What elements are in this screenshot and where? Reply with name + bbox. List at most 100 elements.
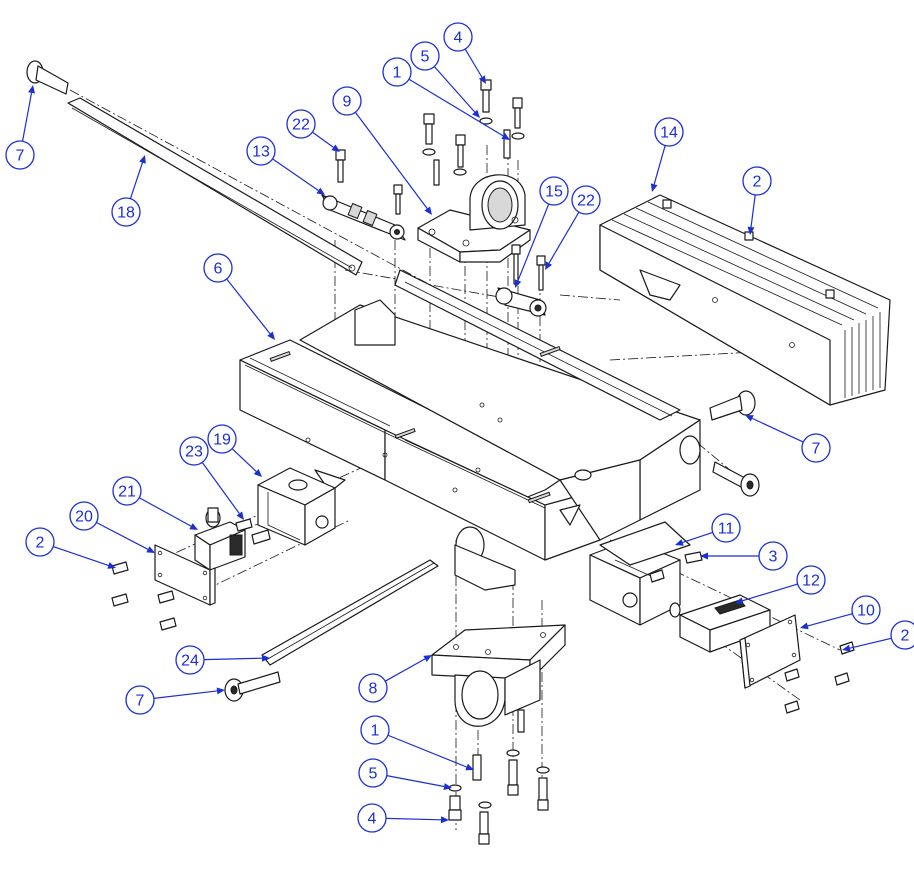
balloon-circle (5, 140, 35, 170)
callout-balloon-1: 1 (382, 57, 510, 140)
callout-balloon-11: 11 (675, 513, 741, 546)
balloon-label: 4 (454, 30, 463, 47)
leader-line (201, 461, 240, 514)
leader-line (312, 131, 334, 148)
balloon-label: 13 (252, 144, 270, 161)
leader-arrowhead (216, 687, 225, 695)
callout-balloon-6: 6 (203, 253, 275, 340)
balloon-circle (801, 433, 831, 463)
balloon-label: 1 (371, 723, 380, 740)
leader-line (53, 545, 109, 566)
part-19-motor-bracket-left (257, 467, 336, 546)
callout-balloon-7: 7 (5, 85, 35, 170)
balloon-circle (443, 22, 473, 52)
callout-balloon-2: 2 (842, 620, 914, 652)
leader-line (203, 657, 263, 661)
callout-balloon-5: 5 (358, 758, 452, 790)
balloon-circle (654, 117, 684, 147)
part-14-bellows-cover (599, 194, 891, 406)
balloon-label: 2 (901, 628, 910, 645)
leader-arrowhead (800, 622, 809, 630)
part-20-cover-plate-left (154, 544, 216, 606)
leader-arrowhead (253, 468, 262, 477)
balloon-circle (711, 513, 741, 543)
screws-left (111, 518, 271, 631)
balloon-circle (358, 673, 388, 703)
callout-balloon-4: 4 (443, 22, 486, 84)
callout-balloon-22: 22 (286, 109, 340, 152)
callout-balloon-22: 22 (545, 185, 601, 270)
callout-balloon-24: 24 (175, 645, 270, 675)
balloon-circle (539, 176, 569, 206)
balloon-label: 24 (181, 653, 199, 670)
part-7-screw-bottom-left (224, 671, 281, 702)
leader-arrowhead (545, 261, 553, 270)
part-8-lower-bearing-block (431, 624, 566, 727)
callout-balloon-4: 4 (357, 803, 449, 833)
leader-arrowhead (424, 206, 432, 215)
callout-balloon-5: 5 (410, 41, 480, 118)
leader-arrowhead (472, 109, 480, 118)
balloon-label: 11 (718, 521, 735, 538)
callout-balloon-9: 9 (332, 86, 432, 215)
leader-arrowhead (146, 546, 155, 553)
balloon-circle (175, 645, 205, 675)
balloon-circle (246, 136, 276, 166)
balloon-circle (69, 501, 99, 531)
balloon-label: 4 (368, 811, 377, 828)
balloon-circle (125, 685, 155, 715)
balloon-label: 19 (213, 432, 231, 449)
part-13-bracket (321, 194, 406, 241)
leader-arrowhead (675, 539, 684, 546)
part-21-motor-left (194, 507, 246, 571)
balloon-label: 5 (421, 49, 430, 66)
leader-arrowhead (747, 226, 755, 235)
leader-line (153, 690, 218, 699)
screws-right (784, 641, 855, 714)
balloon-label: 1 (393, 65, 402, 82)
leader-line (807, 613, 853, 627)
balloon-circle (410, 41, 440, 71)
leader-line (408, 78, 504, 137)
callout-balloon-15: 15 (514, 176, 569, 288)
leader-line (548, 211, 580, 264)
part-22-screw-a (335, 149, 346, 183)
balloon-label: 7 (812, 441, 821, 458)
balloon-label: 23 (185, 444, 203, 461)
leader-line (96, 521, 149, 550)
balloon-circle (357, 803, 387, 833)
balloon-circle (111, 197, 141, 227)
lower-fasteners (448, 709, 550, 845)
callout-balloon-20: 20 (69, 501, 155, 553)
balloon-label: 9 (343, 94, 352, 111)
leader-line (138, 497, 192, 527)
leader-line (464, 48, 483, 78)
balloon-label: 2 (36, 535, 45, 552)
balloon-circle (360, 715, 390, 745)
leader-arrowhead (735, 597, 744, 605)
balloon-circle (851, 595, 881, 625)
leader-line (752, 417, 804, 443)
leader-line (433, 66, 476, 113)
balloon-label: 7 (136, 693, 145, 710)
balloon-label: 3 (769, 549, 778, 566)
leader-arrowhead (478, 75, 486, 84)
leader-arrowhead (501, 132, 510, 140)
leader-arrowhead (139, 155, 146, 164)
callout-balloon-19: 19 (207, 424, 262, 477)
callout-balloon-14: 14 (650, 117, 684, 192)
screw-b (393, 184, 403, 215)
balloon-circle (742, 166, 772, 196)
leader-arrowhead (331, 144, 340, 152)
leader-arrowhead (440, 816, 449, 824)
leader-arrowhead (514, 279, 522, 288)
leader-arrowhead (316, 187, 325, 195)
leader-arrowhead (107, 562, 116, 569)
callout-balloon-2: 2 (25, 527, 116, 569)
balloon-label: 8 (369, 681, 378, 698)
leader-arrowhead (745, 415, 754, 422)
leader-line (272, 158, 319, 191)
leader-arrowhead (423, 655, 432, 662)
